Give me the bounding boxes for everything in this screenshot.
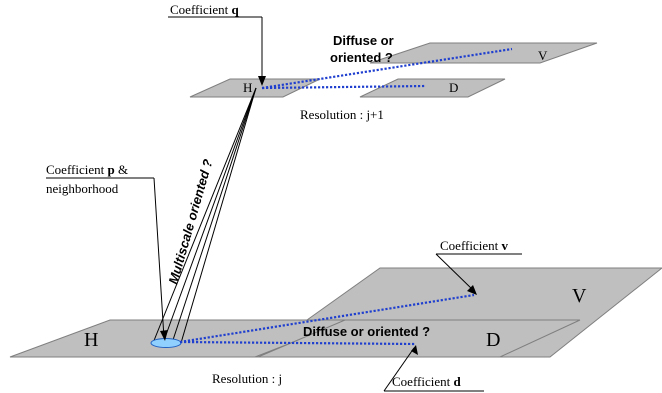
resolution-label-upper: Resolution : j+1 [300,107,384,122]
dotted-line-upper-hv [261,47,513,90]
subband-d-upper: D [449,80,458,95]
subband-h-upper: H [243,80,252,95]
subband-v-upper: V [538,48,548,63]
arrowhead-v [467,285,477,295]
subband-h-lower: H [84,329,98,351]
subband-d-lower: D [486,329,500,351]
arrowhead-p [160,330,168,341]
plane-d-lower [257,319,581,358]
coefficient-d-label: Coefficient d [392,374,462,389]
arrowhead-d [411,345,418,355]
plane-d-upper [359,78,506,98]
coefficient-p-label: Coefficient p & [46,162,128,177]
plane-h-upper [189,78,321,98]
dotted-line-lower-hv [179,293,475,344]
coefficient-p-ellipse [150,338,182,348]
question-upper-line2: oriented ? [330,50,393,65]
dotted-line-lower-hd [179,340,416,346]
pointer-lines [46,16,522,392]
coefficient-q-label: Coefficient q [170,2,240,17]
question-lower: Diffuse or oriented ? [303,324,430,339]
subband-v-lower: V [572,285,587,307]
dotted-lines [179,47,513,346]
dotted-line-upper-hd [261,84,427,90]
coefficient-v-label: Coefficient v [440,238,509,253]
coefficient-p-neighborhood: neighborhood [46,181,119,196]
arrowhead-q [258,76,266,86]
cone-lines [152,87,257,344]
resolution-label-lower: Resolution : j [212,371,282,386]
question-upper-line1: Diffuse or [333,33,394,48]
arrowheads [160,76,477,355]
